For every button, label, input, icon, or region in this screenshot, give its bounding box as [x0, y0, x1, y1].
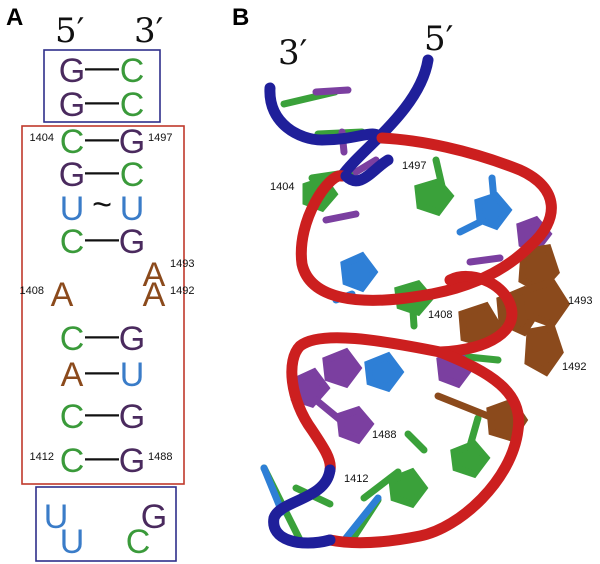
residue-number-right: 1488: [148, 451, 172, 463]
residue-label-1488: 1488: [372, 429, 396, 441]
nucleotide-right: A: [143, 256, 166, 294]
residue-number-right: 1497: [148, 132, 172, 144]
pair-bond: ~: [92, 186, 112, 224]
nucleotide-right: A: [143, 276, 166, 314]
loop-nucleotide: U: [44, 498, 69, 536]
nucleotide-right: C: [120, 156, 145, 194]
three-prime-end-label: 3′: [134, 11, 163, 51]
pair-bond: —: [85, 219, 119, 257]
nucleotide-right: G: [119, 320, 145, 358]
panel-b-3d-model: 3′ 5′ 1497 1404 1493 1408 1492 1488 1412: [260, 19, 592, 549]
nucleotide-left: C: [60, 123, 85, 161]
pair-bond: —: [85, 82, 119, 120]
pair-bond: —: [85, 119, 119, 157]
loop-nucleotide: C: [126, 523, 151, 561]
panel-a-label: A: [6, 4, 24, 31]
nucleobases: [260, 86, 571, 544]
nucleotide-left: C: [60, 320, 85, 358]
nucleotide-left: C: [60, 223, 85, 261]
stem-box-top: [43, 49, 161, 123]
residue-number-right: 1492: [170, 285, 194, 297]
pair-bond: —: [85, 152, 119, 190]
model-three-prime-label: 3′: [278, 33, 307, 73]
panel-b-label: B: [232, 4, 250, 31]
nucleotide-right: G: [119, 398, 145, 436]
residue-number-right: 1493: [170, 258, 194, 270]
nucleotide-right: G: [119, 123, 145, 161]
pair-bond: —: [85, 394, 119, 432]
residue-number-left: 1404: [30, 132, 54, 144]
nucleotide-right: U: [120, 356, 145, 394]
decoding-site-box: [21, 125, 185, 485]
nucleotide-left: G: [59, 86, 85, 124]
residue-label-1412: 1412: [344, 473, 368, 485]
nucleotide-right: G: [119, 223, 145, 261]
loop-box-bottom: [35, 486, 177, 562]
purple-bases: [288, 86, 553, 445]
nucleotide-left: U: [60, 190, 85, 228]
loop-nucleotide: U: [60, 523, 85, 561]
model-five-prime-label: 5′: [424, 19, 453, 59]
nucleotide-left: C: [60, 442, 85, 480]
nucleotide-left: C: [60, 398, 85, 436]
pair-bond: —: [85, 352, 119, 390]
nucleotide-left: G: [59, 52, 85, 90]
nucleotide-right: C: [120, 52, 145, 90]
nucleotide-left: A: [51, 276, 74, 314]
backbone-ribbon: [264, 54, 557, 549]
pair-bond: —: [85, 438, 119, 476]
residue-label-1497: 1497: [402, 160, 426, 172]
residue-label-1493: 1493: [568, 295, 592, 307]
residue-number-left: 1408: [20, 285, 44, 297]
residue-label-1404: 1404: [270, 181, 294, 193]
pair-bond: —: [85, 316, 119, 354]
residue-number-left: 1412: [30, 451, 54, 463]
nucleotide-right: U: [120, 190, 145, 228]
nucleotide-right: C: [120, 86, 145, 124]
nucleotide-left: A: [61, 356, 84, 394]
pair-bond: —: [85, 48, 119, 86]
five-prime-end-label: 5′: [55, 11, 84, 51]
residue-label-1492: 1492: [562, 361, 586, 373]
residue-label-1408: 1408: [428, 309, 452, 321]
nucleotide-right: G: [119, 442, 145, 480]
nucleotide-left: G: [59, 156, 85, 194]
loop-nucleotide: G: [141, 498, 167, 536]
